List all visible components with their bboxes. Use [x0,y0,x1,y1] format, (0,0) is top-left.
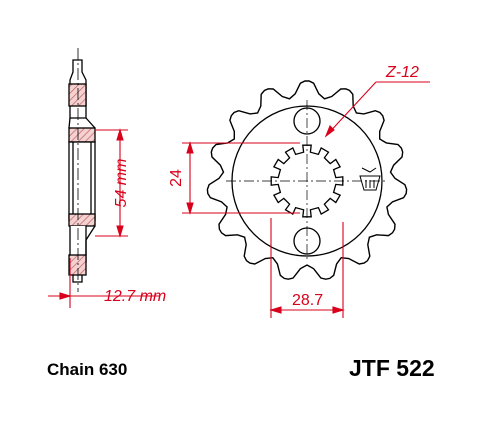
teeth-label: Z-12 [385,64,419,81]
side-hub-lower [68,213,96,227]
side-profile [68,59,96,283]
bolt-circle-label: 54 mm [113,159,130,208]
sprocket-front [206,80,408,280]
dim-thickness [48,258,160,308]
chain-label: Chain 630 [47,360,127,379]
width-label: 28.7 [292,292,323,309]
spline-bore [270,144,344,218]
side-lower-hatch [68,254,87,276]
bore-label: 24 [168,169,185,187]
side-upper-hatch [68,83,87,107]
thickness-label: 12.7 mm [104,288,166,305]
sprocket-outline [206,80,408,280]
dim-width [269,218,345,318]
side-hub-upper [68,127,96,143]
dim-bore [182,141,300,215]
part-number: JTF 522 [349,355,435,381]
jt-logo-mark [359,167,381,191]
teeth-leader [324,81,430,138]
dim-bolt-circle [95,128,128,238]
